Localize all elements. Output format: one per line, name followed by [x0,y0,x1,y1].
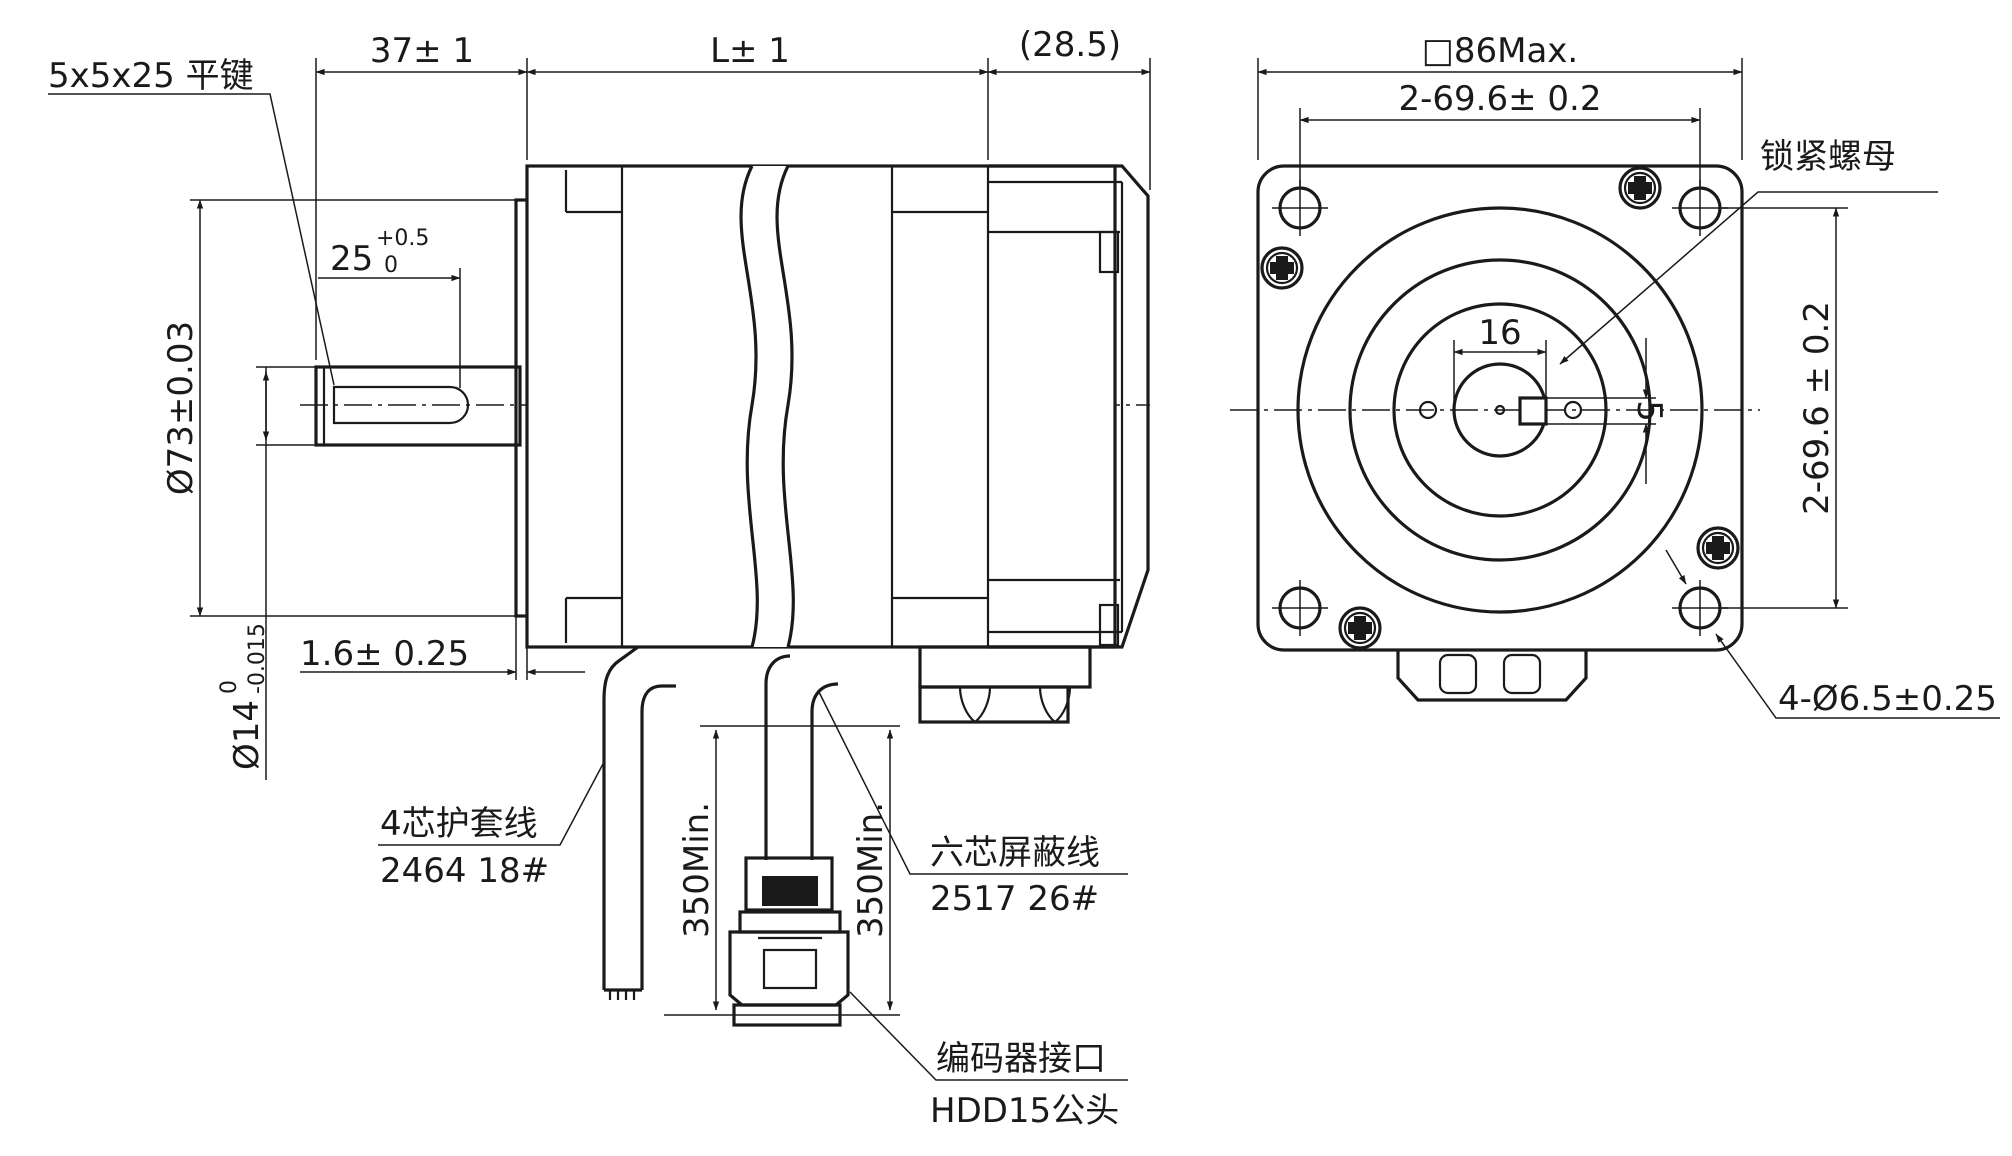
encoder-cable-spec: 2517 26# [930,879,1099,919]
key-leader-line [48,93,335,386]
flange-outline [1256,164,1744,652]
power-cable-name: 4芯护套线 [380,804,538,844]
key-spec-label: 5x5x25 平键 [48,56,254,96]
connector-block [918,645,1092,724]
screw-icon [1338,606,1382,650]
dim-shaft-diameter [256,366,316,780]
dim-shaft-16 [1453,340,1547,408]
encoder-cable-leader [817,689,1128,875]
screw-icon [1618,166,1662,210]
mount-holes-leader [1715,633,2000,719]
encoder-cable-name: 六芯屏蔽线 [930,833,1100,873]
side-view: 37± 1 L± 1 (28.5) 5x5x25 平键 25 +0.5 0 Ø7… [48,25,1151,1131]
cable-length-2-label: 350Min. [851,802,891,938]
body-length-label: L± 1 [710,31,790,71]
dim-top-lengths [315,58,1151,360]
encoder-connector-leader [849,991,1128,1081]
dim-bolt-spacing-h [1299,108,1701,186]
mount-hole-br [1672,580,1728,636]
shaft-16-label: 16 [1478,313,1521,353]
flange-size-label: □86Max. [1422,31,1579,71]
shaft-length-label: 37± 1 [370,31,474,71]
power-cable-leader [378,761,605,846]
dim-key-length [318,268,461,388]
rear-housing [988,164,1150,649]
dim-cable-lengths [664,725,900,1016]
shaft-diameter-tol-upper: 0 [217,680,242,694]
mount-hole-tl [1272,180,1328,236]
dim-bolt-spacing-v [1722,207,1848,609]
screw-icon [1260,246,1304,290]
encoder-cable [764,654,839,860]
shaft [314,365,522,447]
encoder-connector-spec: HDD15公头 [930,1091,1119,1131]
shaft-diameter-base: Ø14 [227,700,267,770]
motor-body [525,164,1117,649]
rear-length-label: (28.5) [1019,25,1121,65]
key-length-tol-lower: 0 [384,253,398,278]
dim-pilot-depth [300,616,585,680]
key-height-label: 5 [1629,400,1669,422]
pilot-depth-label: 1.6± 0.25 [300,634,469,674]
key-length-base: 25 [330,239,373,279]
lock-nut-label: 锁紧螺母 [1760,137,1896,177]
pilot-diameter-label: Ø73±0.03 [161,321,201,495]
rear-connector-bump [1396,650,1588,702]
mount-holes-arrow [1665,549,1687,585]
shaft-diameter-tol-lower: -0.015 [245,623,270,694]
bolt-spacing-v-label: 2-69.6 ± 0.2 [1797,301,1837,515]
power-cable [602,645,676,1000]
bolt-spacing-h-label: 2-69.6± 0.2 [1399,79,1602,119]
encoder-connector-name: 编码器接口 [936,1039,1106,1079]
mount-holes-label: 4-Ø6.5±0.25 [1778,679,1997,719]
mount-hole-tr [1672,180,1728,236]
front-view: □86Max. 2-69.6± 0.2 2-69.6 ± 0.2 16 [1230,31,2000,719]
key-length-tol-upper: +0.5 [376,226,429,251]
lock-nut-leader [1559,191,1938,365]
dim-pilot-diameter [190,199,516,617]
screw-icon [1696,526,1740,570]
cable-length-1-label: 350Min. [677,802,717,938]
hdd15-connector [728,856,850,1027]
dim-key-5 [1546,338,1656,484]
power-cable-spec: 2464 18# [380,851,549,891]
dim-flange-size [1257,58,1743,160]
mount-hole-bl [1272,580,1328,636]
